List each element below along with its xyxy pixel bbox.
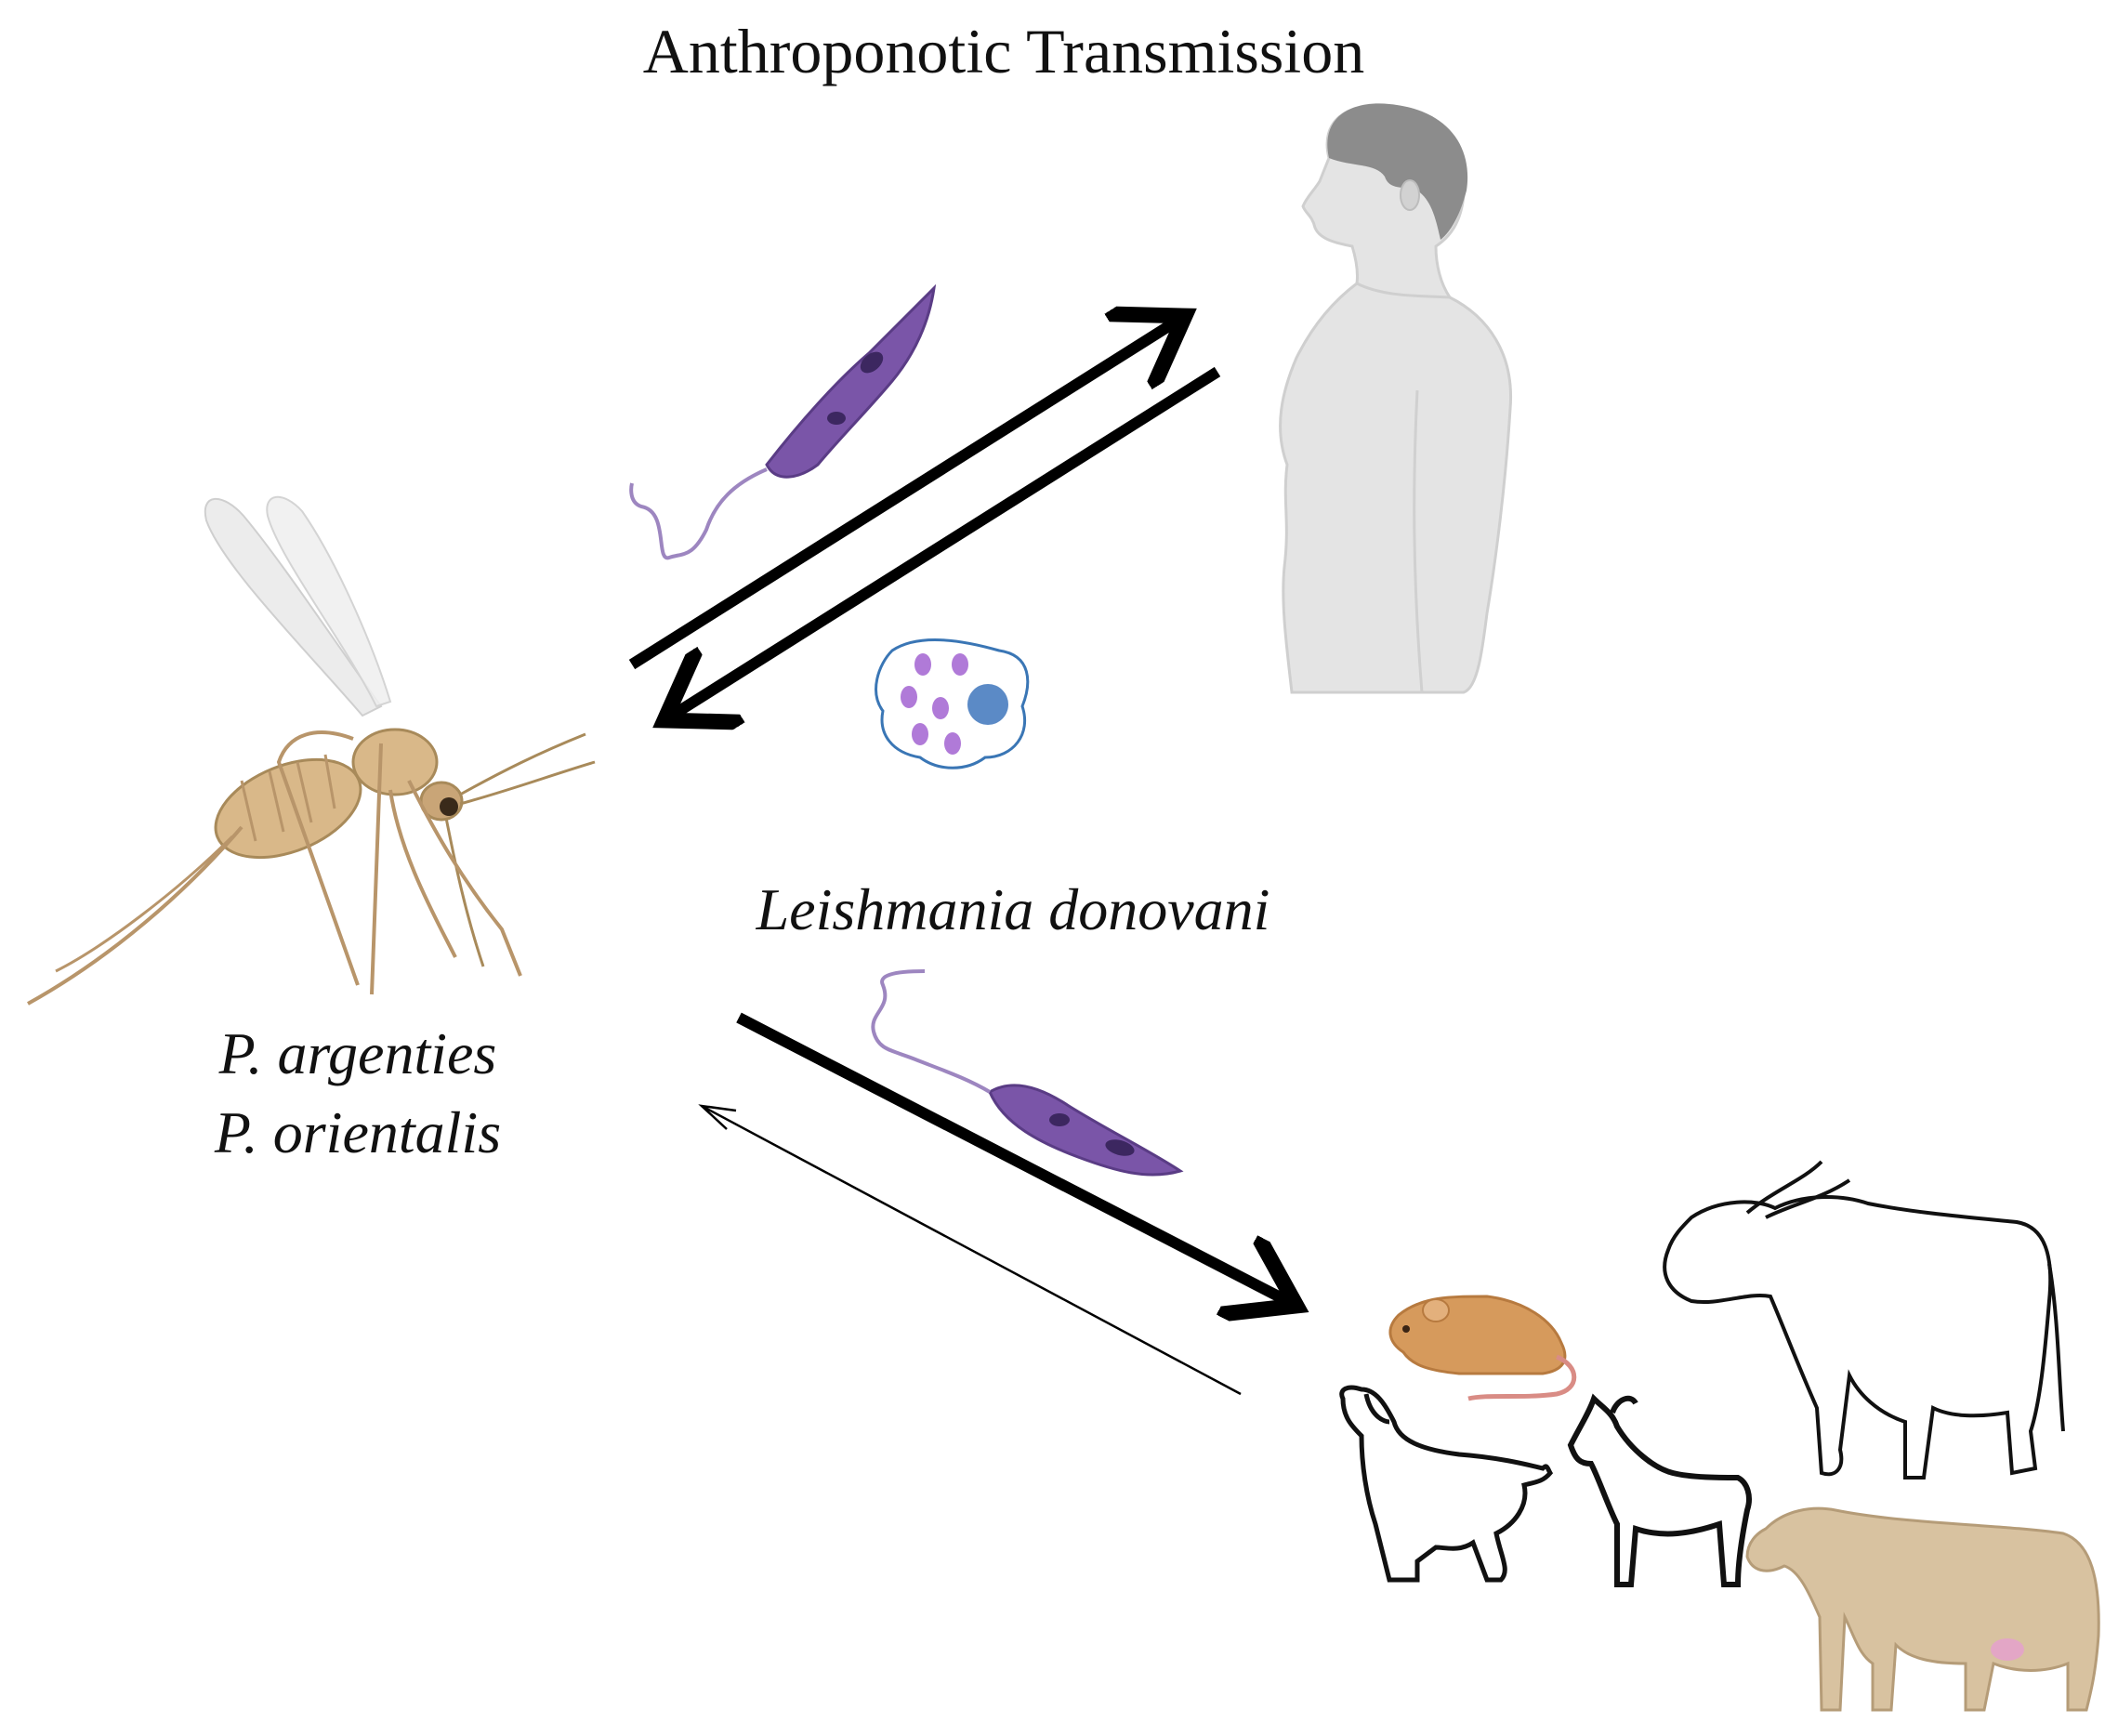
sandfly-icon (27, 495, 596, 1006)
arrow-sandfly-to-human (628, 316, 1185, 670)
promastigote-icon (629, 283, 937, 560)
diagram-title: Anthroponotic Transmission (643, 16, 1364, 86)
cow-icon (1745, 1506, 2100, 1712)
goat-icon (1567, 1393, 1752, 1587)
human-icon (1279, 103, 1513, 694)
dog-icon (1339, 1385, 1554, 1583)
amastigote-infected-macrophage-icon (875, 638, 1030, 769)
promastigote-icon-lower (871, 969, 1184, 1177)
rat-icon (1388, 1295, 1577, 1401)
buffalo-icon (1663, 1160, 2065, 1480)
arrow-sandfly-to-animals (736, 1012, 1296, 1306)
parasite-label: Leishmania donovani (756, 876, 1270, 942)
vector-species-2: P. orientalis (214, 1099, 501, 1165)
arrow-animals-to-sandfly (698, 1104, 1242, 1396)
arrow-human-to-sandfly (664, 366, 1221, 720)
vector-species-1: P. argenties (218, 1020, 497, 1086)
